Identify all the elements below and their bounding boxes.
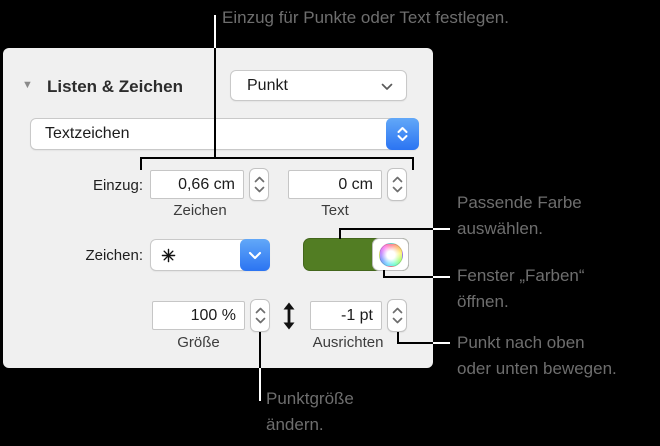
callout-align-line-h bbox=[397, 342, 433, 344]
bullet-type-popup[interactable]: Textzeichen bbox=[30, 118, 419, 150]
stepper-down-icon bbox=[392, 186, 402, 193]
bullet-indent-sublabel: Zeichen bbox=[173, 202, 227, 219]
callout-indent-line-black bbox=[214, 48, 216, 158]
text-indent-sublabel: Text bbox=[321, 202, 349, 219]
callout-bracket-left-tick bbox=[140, 157, 142, 170]
bullet-character-label: Zeichen: bbox=[85, 247, 143, 264]
callout-move-bullet-text: Punkt nach oben oder unten bewegen. bbox=[457, 330, 617, 382]
stepper-down-icon bbox=[255, 317, 265, 324]
callout-line: Fenster „Farben“ bbox=[457, 266, 585, 285]
list-style-popup-value: Punkt bbox=[247, 76, 288, 94]
callout-color-line-h bbox=[339, 228, 433, 230]
color-wheel-icon bbox=[378, 242, 403, 267]
eight-spoked-asterisk-icon bbox=[161, 248, 176, 262]
indent-label: Einzug: bbox=[92, 177, 143, 194]
bullet-indent-field[interactable]: 0,66 cm bbox=[150, 170, 244, 199]
stepper-up-icon bbox=[255, 307, 265, 314]
callout-wheel-line-h bbox=[383, 276, 433, 278]
bullet-size-stepper[interactable] bbox=[250, 299, 270, 332]
bullet-align-sublabel: Ausrichten bbox=[312, 334, 384, 351]
bullet-character-popup[interactable] bbox=[150, 239, 270, 271]
popup-chevron-cap bbox=[240, 239, 270, 271]
bullet-type-popup-value: Textzeichen bbox=[45, 125, 130, 142]
bullet-align-stepper[interactable] bbox=[387, 299, 407, 332]
stepper-down-icon bbox=[392, 317, 402, 324]
callout-indent-text: Einzug für Punkte oder Text festlegen. bbox=[222, 5, 509, 31]
callout-align-line-v bbox=[397, 332, 399, 344]
popup-stepper-cap bbox=[386, 118, 419, 150]
lists-bullets-panel: ▼ Listen & Zeichen Punkt Textzeichen Ein… bbox=[3, 48, 433, 368]
callout-matching-color-text: Passende Farbe auswählen. bbox=[457, 190, 582, 242]
color-wheel-button[interactable] bbox=[372, 238, 409, 271]
callout-bracket-right-tick bbox=[412, 157, 414, 170]
callout-line: Passende Farbe bbox=[457, 193, 582, 212]
chevron-down-icon bbox=[381, 83, 393, 90]
bullet-size-sublabel: Größe bbox=[177, 334, 220, 351]
callout-indent-line: Einzug für Punkte oder Text festlegen. bbox=[222, 8, 509, 27]
text-indent-field[interactable]: 0 cm bbox=[288, 170, 382, 199]
stepper-up-icon bbox=[392, 307, 402, 314]
text-indent-stepper[interactable] bbox=[387, 168, 407, 201]
callout-color-line-white bbox=[433, 228, 450, 230]
callout-align-line-white bbox=[433, 342, 450, 344]
callout-bracket-horizontal bbox=[140, 157, 414, 159]
callout-color-line-v bbox=[339, 228, 341, 239]
chevron-down-icon bbox=[248, 251, 262, 259]
bullet-align-field[interactable]: -1 pt bbox=[310, 301, 382, 330]
chevron-up-down-icon bbox=[397, 127, 408, 141]
callout-indent-line-white bbox=[214, 15, 216, 48]
callout-line: oder unten bewegen. bbox=[457, 359, 617, 378]
callout-size-line-v-black bbox=[259, 332, 261, 368]
bullet-size-field[interactable]: 100 % bbox=[152, 301, 245, 330]
callout-wheel-line-white bbox=[433, 276, 450, 278]
section-title: Listen & Zeichen bbox=[47, 77, 184, 96]
bullet-color-well[interactable] bbox=[303, 238, 409, 271]
list-style-popup[interactable]: Punkt bbox=[230, 70, 407, 101]
callout-bullet-size-text: Punktgröße ändern. bbox=[266, 386, 354, 438]
callout-size-line-v-white bbox=[259, 368, 261, 401]
callout-colors-window-text: Fenster „Farben“ öffnen. bbox=[457, 263, 585, 315]
callout-line: ändern. bbox=[266, 415, 324, 434]
callout-line: auswählen. bbox=[457, 219, 544, 238]
stepper-up-icon bbox=[392, 176, 402, 183]
callout-line: Punktgröße bbox=[266, 389, 354, 408]
callout-line: Punkt nach oben bbox=[457, 333, 585, 352]
callout-wheel-line-v bbox=[383, 270, 385, 278]
callout-line: öffnen. bbox=[457, 292, 509, 311]
stepper-down-icon bbox=[254, 186, 264, 193]
disclosure-triangle-icon[interactable]: ▼ bbox=[22, 79, 33, 91]
bullet-indent-stepper[interactable] bbox=[249, 168, 269, 201]
stepper-up-icon bbox=[254, 176, 264, 183]
vertical-align-arrows-icon bbox=[283, 302, 295, 330]
